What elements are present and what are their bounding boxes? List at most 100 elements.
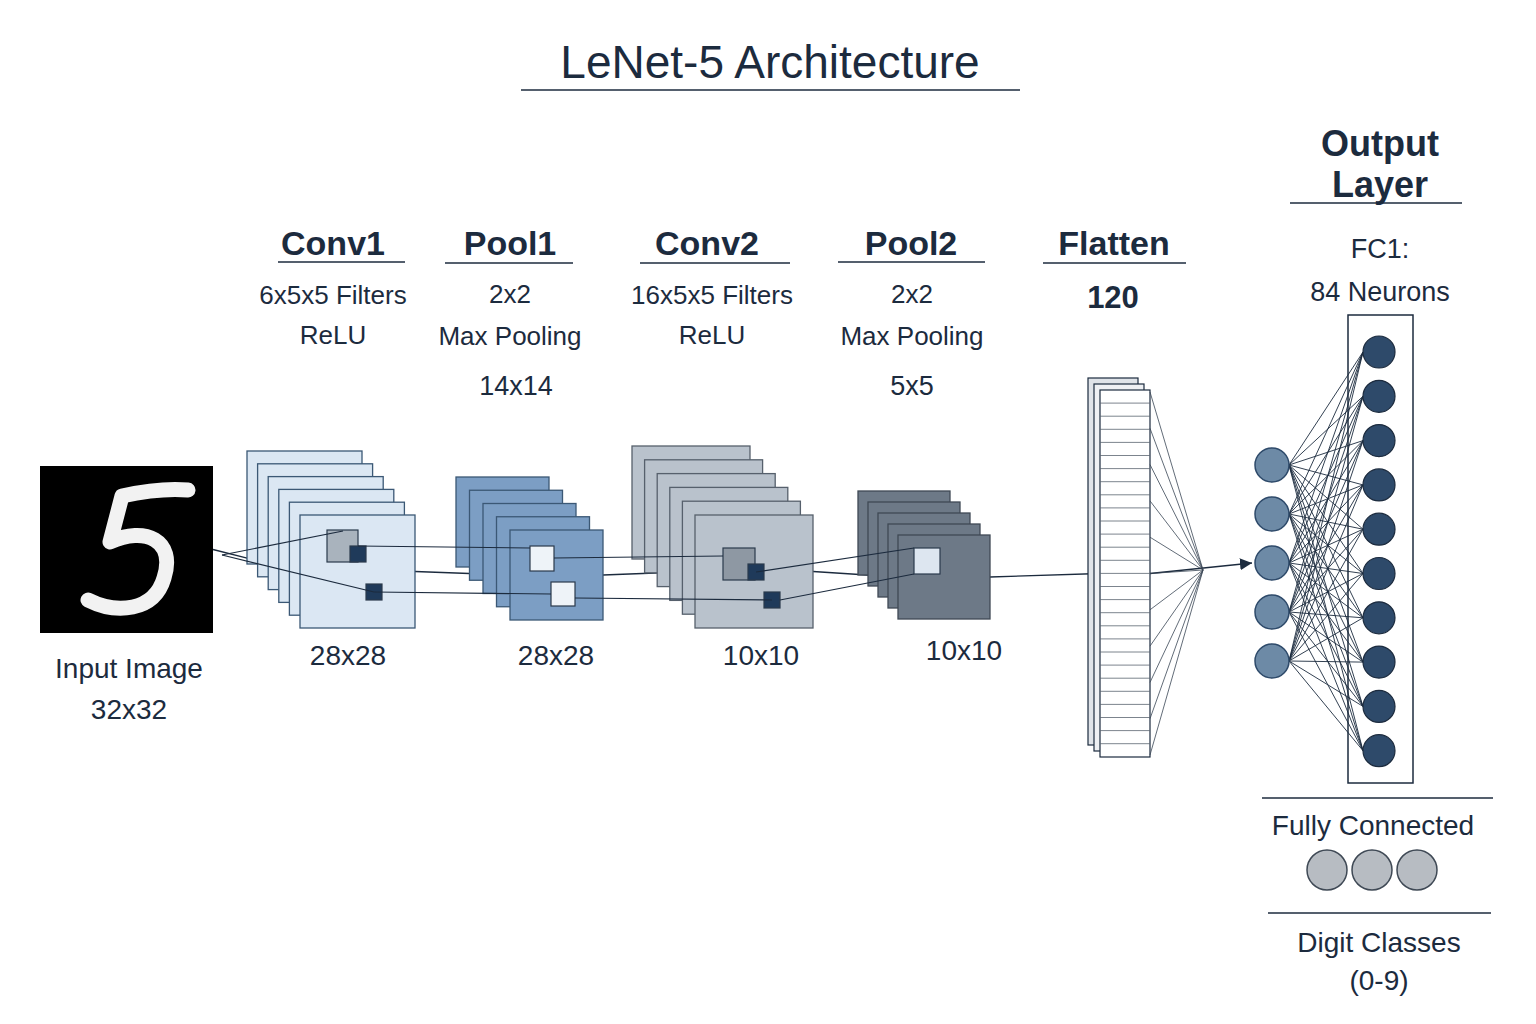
fc-neuron <box>1363 602 1395 634</box>
layer-heading: Conv2 <box>655 223 759 264</box>
weight-line <box>1289 574 1363 613</box>
vector-cell <box>1100 638 1150 639</box>
feature-map <box>300 515 415 628</box>
fc-neuron <box>1363 469 1395 501</box>
fan-line <box>1150 570 1203 610</box>
leader-line <box>222 531 343 555</box>
fc-neuron <box>1363 380 1395 412</box>
conv-layer: Conv216x5x5 Filters ReLU10x10 <box>612 220 822 680</box>
vector-cell <box>1100 507 1150 508</box>
vector-cell <box>1100 678 1150 679</box>
kernel-window <box>748 564 764 580</box>
flatten-vector <box>1100 390 1150 757</box>
layer-heading: Conv1 <box>281 223 385 264</box>
leader-line <box>756 548 914 572</box>
layer-heading: Flatten <box>1058 223 1169 264</box>
kernel-window <box>366 584 382 600</box>
vector-cell <box>1100 691 1150 692</box>
layer-detail: 6x5x5 Filters ReLU <box>259 275 406 355</box>
fc-neuron <box>1363 735 1395 767</box>
vector-cell <box>1100 586 1150 587</box>
layer-heading: Output Layer <box>1321 123 1439 205</box>
fc-neuron <box>1363 558 1395 590</box>
input-neuron <box>1255 595 1289 629</box>
kernel-window <box>551 582 575 606</box>
weight-line <box>1289 661 1363 662</box>
weight-line <box>1289 661 1363 706</box>
weight-line <box>1289 396 1363 563</box>
fan-line <box>1150 465 1203 570</box>
vector-cell <box>1100 403 1150 404</box>
layer-detail: 10x10 <box>926 634 1002 668</box>
weight-line <box>1289 612 1363 662</box>
vector-cell <box>1100 521 1150 522</box>
annotation-label: Fully Connected <box>1272 809 1474 843</box>
vector-cell <box>1100 625 1150 626</box>
kernel-window <box>764 592 780 608</box>
fc-neuron <box>1363 690 1395 722</box>
vector-cell <box>1100 743 1150 744</box>
class-neuron <box>1307 850 1347 890</box>
layer-detail: 14x14 <box>479 370 553 402</box>
vector-cell <box>1100 730 1150 731</box>
title-underline <box>521 89 1020 91</box>
weight-line <box>1289 529 1363 563</box>
heading-underline <box>1043 262 1186 264</box>
weight-line <box>1289 352 1363 465</box>
weight-line <box>1289 441 1363 661</box>
fc-neuron <box>1363 336 1395 368</box>
weight-line <box>1289 352 1363 661</box>
fan-line <box>1150 570 1203 574</box>
layer-detail: FC1: 84 Neurons <box>1310 228 1450 314</box>
fan-line <box>1150 501 1203 570</box>
vector-cell <box>1100 573 1150 574</box>
fan-line <box>1150 570 1203 755</box>
leader-line <box>222 555 374 592</box>
digit-image <box>40 466 213 633</box>
input-neuron <box>1255 546 1289 580</box>
layer-detail: 2x2 Max Pooling <box>840 273 983 357</box>
vector-cell <box>1100 429 1150 430</box>
divider-line <box>1262 797 1493 799</box>
weight-line <box>1289 352 1363 563</box>
fc-neuron <box>1363 513 1395 545</box>
vector-cell <box>1100 599 1150 600</box>
fan-line <box>1150 537 1203 570</box>
vector-cell <box>1100 652 1150 653</box>
weight-line <box>1289 612 1363 751</box>
weight-line <box>1289 396 1363 661</box>
vector-cell <box>1100 494 1150 495</box>
layer-detail: 2x2 Max Pooling <box>438 273 581 357</box>
weight-line <box>1289 612 1363 706</box>
pool-layer: Pool22x2 Max Pooling5x510x10 <box>830 220 995 680</box>
weight-line <box>1289 574 1363 662</box>
vector-cell <box>1100 416 1150 417</box>
digit-stroke <box>88 489 188 608</box>
input-label: Input Image 32x32 <box>55 648 203 730</box>
weight-line <box>1289 563 1363 662</box>
vector-cell <box>1100 612 1150 613</box>
pool-layer: Pool12x2 Max Pooling14x1428x28 <box>440 220 610 680</box>
weight-line <box>1289 396 1363 612</box>
leader-line <box>780 574 914 600</box>
weight-line <box>1289 514 1363 706</box>
vector-cell <box>1100 534 1150 535</box>
conv-layer: Conv16x5x5 Filters ReLU28x28 <box>240 220 435 680</box>
fan-line <box>1150 570 1203 646</box>
feature-map <box>695 515 813 628</box>
vector-cell <box>1100 468 1150 469</box>
fan-line <box>1150 428 1203 570</box>
input-neuron <box>1255 448 1289 482</box>
leader-line <box>554 556 723 558</box>
leader-line <box>358 546 530 548</box>
kernel-window <box>350 546 366 562</box>
weight-line <box>1289 514 1363 662</box>
layer-heading: Pool1 <box>464 223 557 264</box>
vector-cell <box>1100 481 1150 482</box>
vector-cell <box>1100 547 1150 548</box>
layer-detail: 16x5x5 Filters ReLU <box>631 275 793 355</box>
output-layer: Output LayerFC1: 84 Neurons <box>1245 115 1470 790</box>
vector-cell <box>1100 560 1150 561</box>
layer-heading: Pool2 <box>865 223 958 264</box>
